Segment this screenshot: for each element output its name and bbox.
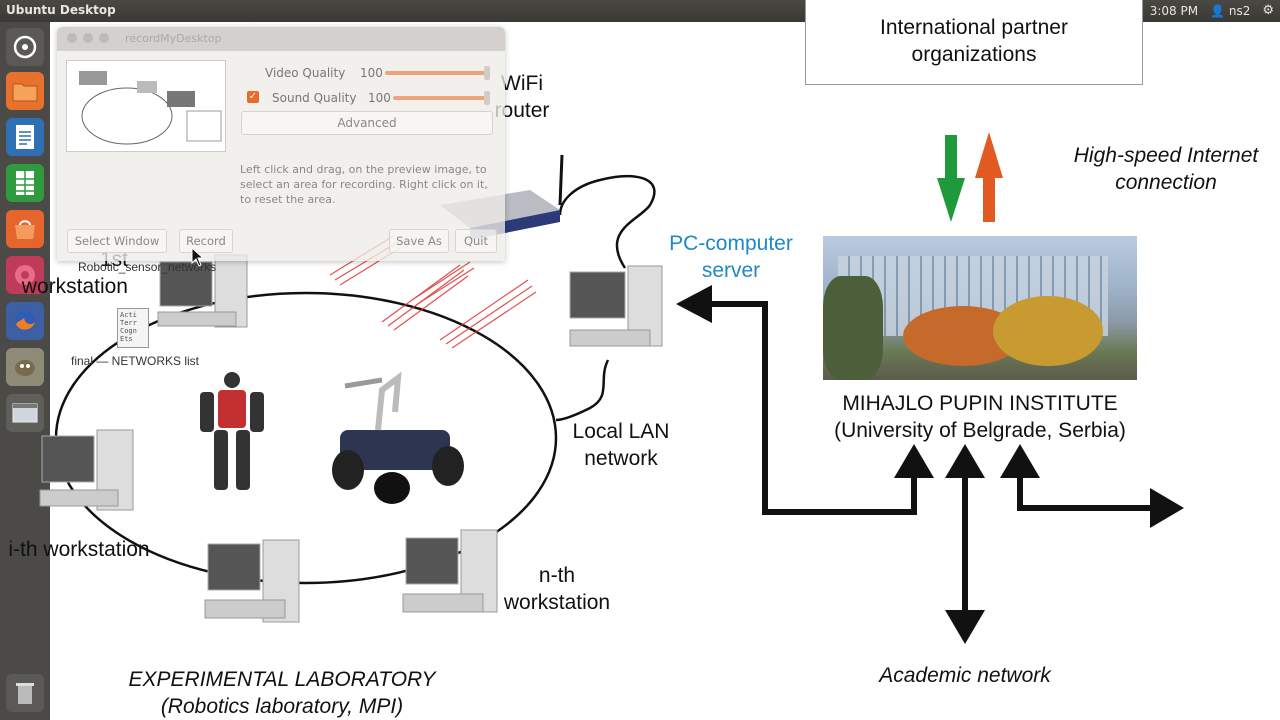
- sound-quality-slider[interactable]: [393, 96, 485, 100]
- close-icon[interactable]: [67, 33, 77, 43]
- computer-nth-icon: [402, 529, 498, 613]
- desktop-icon-networks-list[interactable]: final — NETWORKS list: [70, 354, 199, 368]
- maximize-icon[interactable]: [99, 33, 109, 43]
- internet-connection-label: High-speed Internet connection: [1073, 144, 1259, 194]
- institute-university: (University of Belgrade, Serbia): [834, 419, 1126, 442]
- files-folder-icon[interactable]: [6, 72, 44, 110]
- wheeled-robot-icon: [332, 371, 464, 504]
- computer-1st-icon: [157, 254, 248, 328]
- sound-quality-label: Sound Quality: [272, 91, 357, 105]
- select-window-button[interactable]: Select Window: [67, 229, 167, 253]
- sound-quality-handle[interactable]: [484, 91, 490, 105]
- dialog-title: recordMyDesktop: [125, 32, 222, 45]
- record-button[interactable]: Record: [179, 229, 233, 253]
- gimp-icon[interactable]: [6, 348, 44, 386]
- institute-name: MIHAJLO PUPIN INSTITUTE: [842, 392, 1118, 415]
- file-preview-line: Acti: [120, 311, 137, 319]
- text-file-icon[interactable]: Acti Terr Cogn Ets: [117, 308, 149, 348]
- quit-button[interactable]: Quit: [455, 229, 497, 253]
- video-quality-handle[interactable]: [484, 66, 490, 80]
- lab-subtitle: (Robotics laboratory, MPI): [160, 695, 404, 718]
- workstation-nth-label: n-th workstation: [503, 564, 611, 614]
- writer-document-icon[interactable]: [6, 118, 44, 156]
- file-preview-line: Cogn: [120, 327, 137, 335]
- user-name: ns2: [1228, 4, 1251, 18]
- workstation-ith-label: i-th workstation: [8, 538, 150, 561]
- dialog-titlebar[interactable]: recordMyDesktop: [57, 27, 505, 51]
- download-arrow: [937, 135, 965, 222]
- lan-cable-server: [555, 359, 610, 422]
- video-quality-slider[interactable]: [385, 71, 485, 75]
- firefox-browser-icon[interactable]: [6, 302, 44, 340]
- help-lifebuoy-icon[interactable]: [6, 256, 44, 294]
- record-dialog: recordMyDesktop Video Quality 100 ✓ Soun…: [57, 27, 505, 261]
- desktop-icon-robotic-sensor[interactable]: Robotic_sensor_networks: [78, 260, 217, 274]
- pc-server-label: PC-computer server: [669, 232, 793, 282]
- computer-middle-icon: [204, 539, 300, 623]
- academic-network-label: Academic network: [879, 664, 1051, 687]
- window-title: Ubuntu Desktop: [6, 3, 116, 17]
- advanced-button[interactable]: Advanced: [241, 111, 493, 135]
- file-preview-line: Terr: [120, 319, 137, 327]
- gear-icon[interactable]: ⚙: [1262, 3, 1274, 18]
- preview-image[interactable]: [66, 60, 226, 152]
- wireless-signal: [329, 234, 537, 349]
- lab-title: EXPERIMENTAL LABORATORY (Robotics labora…: [72, 666, 492, 720]
- video-quality-label: Video Quality: [265, 66, 346, 80]
- trash-icon[interactable]: [6, 674, 44, 712]
- clock[interactable]: 3:08 PM: [1149, 4, 1199, 18]
- dash-home-icon[interactable]: [6, 28, 44, 66]
- partner-label: International partner organizations: [880, 16, 1068, 66]
- file-preview-line: Ets: [120, 335, 133, 343]
- local-lan-label: Local LAN network: [572, 420, 670, 470]
- save-as-button[interactable]: Save As: [389, 229, 449, 253]
- computer-server-icon: [569, 265, 663, 347]
- video-quality-value: 100: [360, 66, 383, 80]
- wifi-router-label: WiFi router: [494, 72, 550, 122]
- humanoid-robot-icon: [200, 372, 264, 490]
- help-text: Left click and drag, on the preview imag…: [240, 163, 488, 206]
- mouse-cursor-icon: [191, 247, 205, 267]
- lab-name: EXPERIMENTAL LABORATORY: [128, 668, 436, 691]
- calc-spreadsheet-icon[interactable]: [6, 164, 44, 202]
- user-menu[interactable]: 👤 ns2: [1210, 4, 1250, 18]
- lan-cable-router: [558, 175, 656, 269]
- upload-arrow: [975, 132, 1003, 222]
- institute-photo: [823, 236, 1137, 380]
- sound-checkbox[interactable]: ✓: [247, 91, 259, 103]
- screen-window-icon[interactable]: [6, 394, 44, 432]
- partner-box: International partner organizations: [805, 0, 1143, 85]
- sound-quality-value: 100: [368, 91, 391, 105]
- connection-arrows: [700, 301, 1150, 618]
- minimize-icon[interactable]: [83, 33, 93, 43]
- launcher: [0, 22, 50, 720]
- computer-ith-icon: [39, 429, 134, 511]
- software-center-icon[interactable]: [6, 210, 44, 248]
- user-icon: 👤: [1210, 4, 1226, 18]
- institute-label: MIHAJLO PUPIN INSTITUTE (University of B…: [795, 390, 1165, 444]
